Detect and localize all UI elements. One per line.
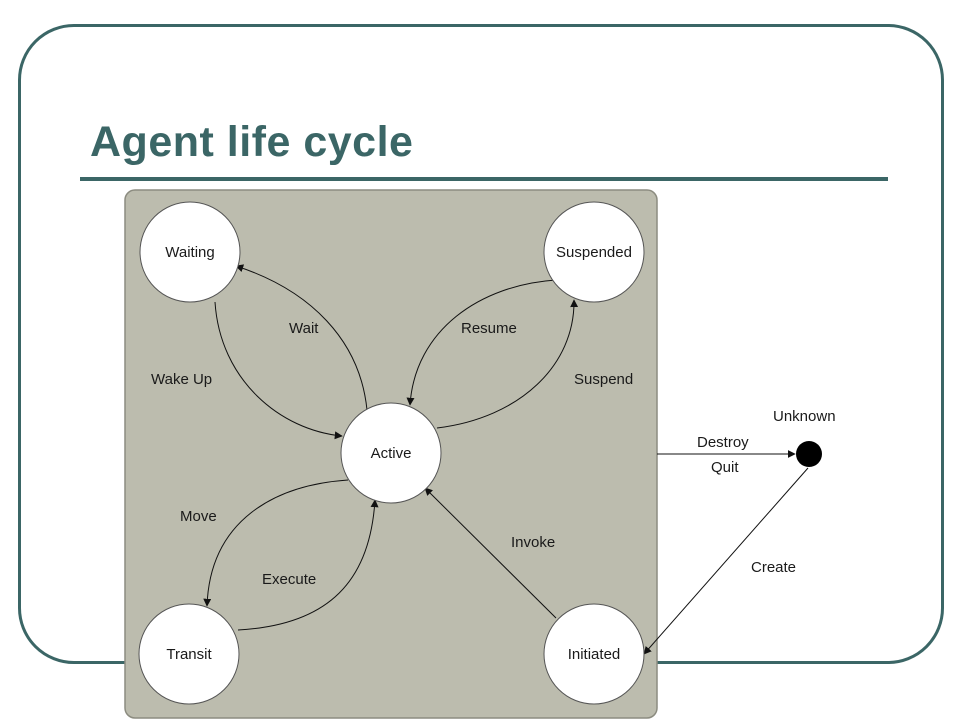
wait-arrow <box>235 264 368 411</box>
transition-suspend-label: Suspend <box>574 371 633 388</box>
state-suspended-label: Suspended <box>556 244 632 261</box>
slide-title: Agent life cycle <box>90 118 414 166</box>
transition-invoke-label: Invoke <box>511 534 555 551</box>
unknown-terminal-dot <box>796 441 822 467</box>
state-unknown: Unknown <box>773 408 836 467</box>
state-active-label: Active <box>371 445 412 462</box>
state-waiting-label: Waiting <box>165 244 214 261</box>
invoke-arrow <box>424 487 557 619</box>
move-arrow <box>203 479 349 607</box>
state-suspended: Suspended <box>543 201 645 303</box>
transition-destroy-label: Destroy <box>697 434 749 451</box>
state-transit: Transit <box>138 603 240 705</box>
state-unknown-label: Unknown <box>773 408 836 425</box>
transition-move-label: Move <box>180 508 217 525</box>
execute-arrow <box>237 499 379 631</box>
state-active: Active <box>340 402 442 504</box>
wake-up-arrow <box>214 301 343 440</box>
state-waiting: Waiting <box>139 201 241 303</box>
state-transit-label: Transit <box>166 646 212 663</box>
transition-create-label: Create <box>751 559 796 576</box>
transition-execute-label: Execute <box>262 571 316 588</box>
transition-wait-label: Wait <box>289 320 319 337</box>
resume-arrow <box>406 279 557 406</box>
title-underline <box>80 177 888 181</box>
transition-wake-up-label: Wake Up <box>151 371 212 388</box>
transition-resume-label: Resume <box>461 320 517 337</box>
create-arrow <box>643 467 809 655</box>
transition-quit-label: Quit <box>711 459 739 476</box>
suspend-arrow <box>436 299 579 429</box>
state-initiated: Initiated <box>543 603 645 705</box>
state-initiated-label: Initiated <box>568 646 621 663</box>
